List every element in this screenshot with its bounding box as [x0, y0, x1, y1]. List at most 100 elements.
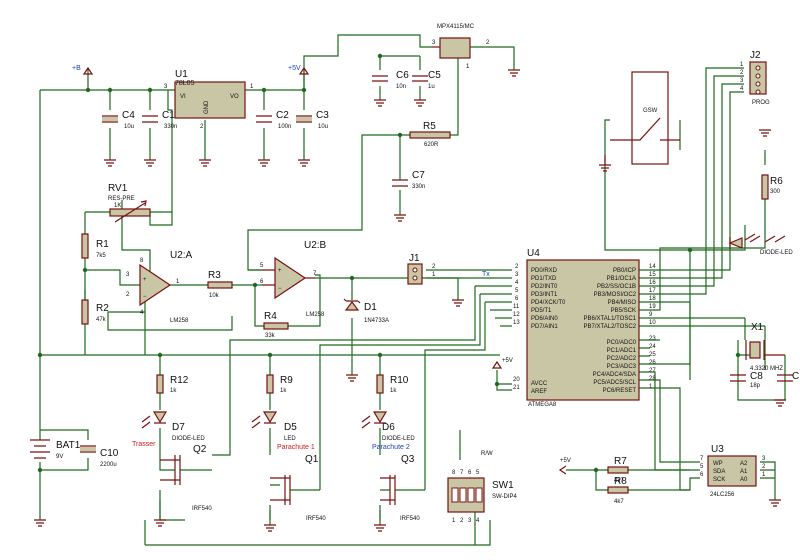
ground-symbols — [34, 69, 786, 532]
svg-text:MPX4115/MC: MPX4115/MC — [437, 24, 475, 30]
resistor-r7: R7 4k7 — [607, 456, 629, 484]
svg-text:PB1/OC1A: PB1/OC1A — [607, 276, 636, 282]
svg-text:−: − — [143, 294, 147, 300]
svg-text:PD0/RXD: PD0/RXD — [531, 268, 558, 274]
svg-text:78L05: 78L05 — [175, 80, 195, 87]
svg-text:U2:B: U2:B — [304, 240, 327, 251]
svg-text:100n: 100n — [278, 124, 291, 130]
svg-text:R1: R1 — [96, 239, 109, 250]
svg-text:+: + — [143, 277, 147, 283]
svg-text:7: 7 — [460, 470, 464, 476]
capacitor-c2: C2 100n — [256, 110, 291, 130]
svg-text:PC0/ADC0: PC0/ADC0 — [607, 340, 637, 346]
svg-text:3: 3 — [740, 78, 744, 84]
svg-text:23: 23 — [649, 336, 656, 342]
svg-text:3: 3 — [515, 272, 519, 278]
svg-text:2: 2 — [200, 124, 204, 130]
svg-text:R10: R10 — [390, 375, 409, 386]
svg-text:R9: R9 — [280, 375, 293, 386]
svg-text:C7: C7 — [412, 170, 425, 181]
svg-text:28: 28 — [649, 376, 656, 382]
svg-text:Parachute 2: Parachute 2 — [372, 444, 410, 451]
svg-text:2: 2 — [515, 264, 519, 270]
g-switch-gsw: GSW — [610, 71, 680, 165]
svg-text:WP: WP — [713, 461, 723, 467]
svg-text:R6: R6 — [770, 176, 783, 187]
svg-text:1u: 1u — [428, 84, 435, 90]
svg-text:R/W: R/W — [481, 451, 493, 457]
svg-text:9: 9 — [649, 312, 653, 318]
svg-text:4.3320 MHZ: 4.3320 MHZ — [750, 366, 783, 372]
svg-text:25: 25 — [649, 352, 656, 358]
svg-text:IRF540: IRF540 — [400, 516, 420, 522]
svg-text:DIODE-LED: DIODE-LED — [760, 250, 793, 256]
svg-text:2: 2 — [762, 464, 766, 470]
svg-text:4: 4 — [740, 86, 744, 92]
svg-text:1: 1 — [740, 62, 744, 68]
svg-text:LED: LED — [284, 436, 296, 442]
svg-text:Q3: Q3 — [401, 454, 415, 465]
svg-text:PD7/AIN1: PD7/AIN1 — [531, 324, 558, 330]
svg-text:PD2/INT0: PD2/INT0 — [531, 284, 558, 290]
resistor-r8: R8 4k7 — [607, 476, 629, 505]
svg-text:DIODE-LED: DIODE-LED — [172, 436, 205, 442]
svg-text:5: 5 — [260, 263, 264, 269]
svg-text:18: 18 — [649, 296, 656, 302]
svg-text:R2: R2 — [96, 303, 109, 314]
resistor-r12: R12 1k — [156, 374, 189, 394]
svg-text:1N4733A: 1N4733A — [364, 318, 389, 324]
svg-text:GND: GND — [204, 100, 210, 114]
svg-text:17: 17 — [649, 288, 656, 294]
u4-right-pin-labels: PB0/ICP PB1/OC1A PB2/SS/OC1B PB3/MOSI/OC… — [584, 268, 637, 394]
resistor-r3: R3 10k — [207, 270, 233, 299]
led-d5: D5 LED Parachute 1 — [251, 411, 315, 451]
svg-text:6: 6 — [260, 279, 264, 285]
svg-text:47k: 47k — [96, 317, 107, 323]
svg-text:PB2/SS/OC1B: PB2/SS/OC1B — [597, 284, 636, 290]
svg-text:RES-PRE: RES-PRE — [108, 196, 135, 202]
svg-text:R12: R12 — [170, 375, 189, 386]
svg-text:7k5: 7k5 — [96, 253, 106, 259]
svg-text:PB6/XTAL1/TOSC1: PB6/XTAL1/TOSC1 — [584, 316, 637, 322]
svg-text:PC1/ADC1: PC1/ADC1 — [607, 348, 637, 354]
svg-text:GSW: GSW — [643, 108, 658, 114]
svg-text:PB5/SCK: PB5/SCK — [611, 308, 636, 314]
svg-text:ATMEGA8: ATMEGA8 — [528, 402, 557, 408]
svg-text:Q1: Q1 — [305, 454, 319, 465]
svg-text:PB0/ICP: PB0/ICP — [613, 268, 636, 274]
svg-text:D7: D7 — [172, 422, 185, 433]
svg-text:7: 7 — [700, 456, 704, 462]
svg-text:1: 1 — [250, 84, 254, 90]
svg-text:PD1/TXD: PD1/TXD — [531, 276, 557, 282]
svg-text:5: 5 — [515, 288, 519, 294]
svg-text:10n: 10n — [396, 84, 406, 90]
wires — [39, 34, 786, 546]
svg-text:D6: D6 — [382, 422, 395, 433]
svg-text:PC5/ADC5/SCL: PC5/ADC5/SCL — [593, 380, 636, 386]
svg-text:5: 5 — [700, 464, 704, 470]
svg-text:IRF540: IRF540 — [306, 516, 326, 522]
svg-text:AVCC: AVCC — [531, 381, 548, 387]
svg-text:U1: U1 — [175, 69, 188, 80]
resistor-r5: R5 620R — [409, 121, 451, 148]
svg-text:U4: U4 — [527, 248, 540, 259]
svg-text:U2:A: U2:A — [170, 250, 193, 261]
svg-text:IRF540: IRF540 — [192, 506, 212, 512]
svg-text:A2: A2 — [740, 461, 748, 467]
svg-text:A1: A1 — [740, 469, 748, 475]
svg-text:C5: C5 — [428, 70, 441, 81]
svg-text:330n: 330n — [412, 184, 425, 190]
svg-text:4: 4 — [476, 518, 480, 524]
svg-text:2: 2 — [740, 70, 744, 76]
svg-text:+5V: +5V — [502, 358, 513, 364]
svg-text:R7: R7 — [614, 456, 627, 467]
svg-text:LM258: LM258 — [306, 312, 325, 318]
svg-text:1: 1 — [466, 64, 470, 70]
svg-text:C6: C6 — [396, 70, 409, 81]
svg-text:2: 2 — [486, 40, 490, 46]
svg-text:PD6/AIN0: PD6/AIN0 — [531, 316, 558, 322]
u4-right-pin-numbers: 14 15 16 17 18 19 9 10 23 24 25 26 27 28… — [649, 264, 656, 390]
svg-text:+: + — [278, 268, 282, 274]
svg-text:J1: J1 — [409, 253, 420, 264]
svg-text:RV1: RV1 — [108, 183, 128, 194]
